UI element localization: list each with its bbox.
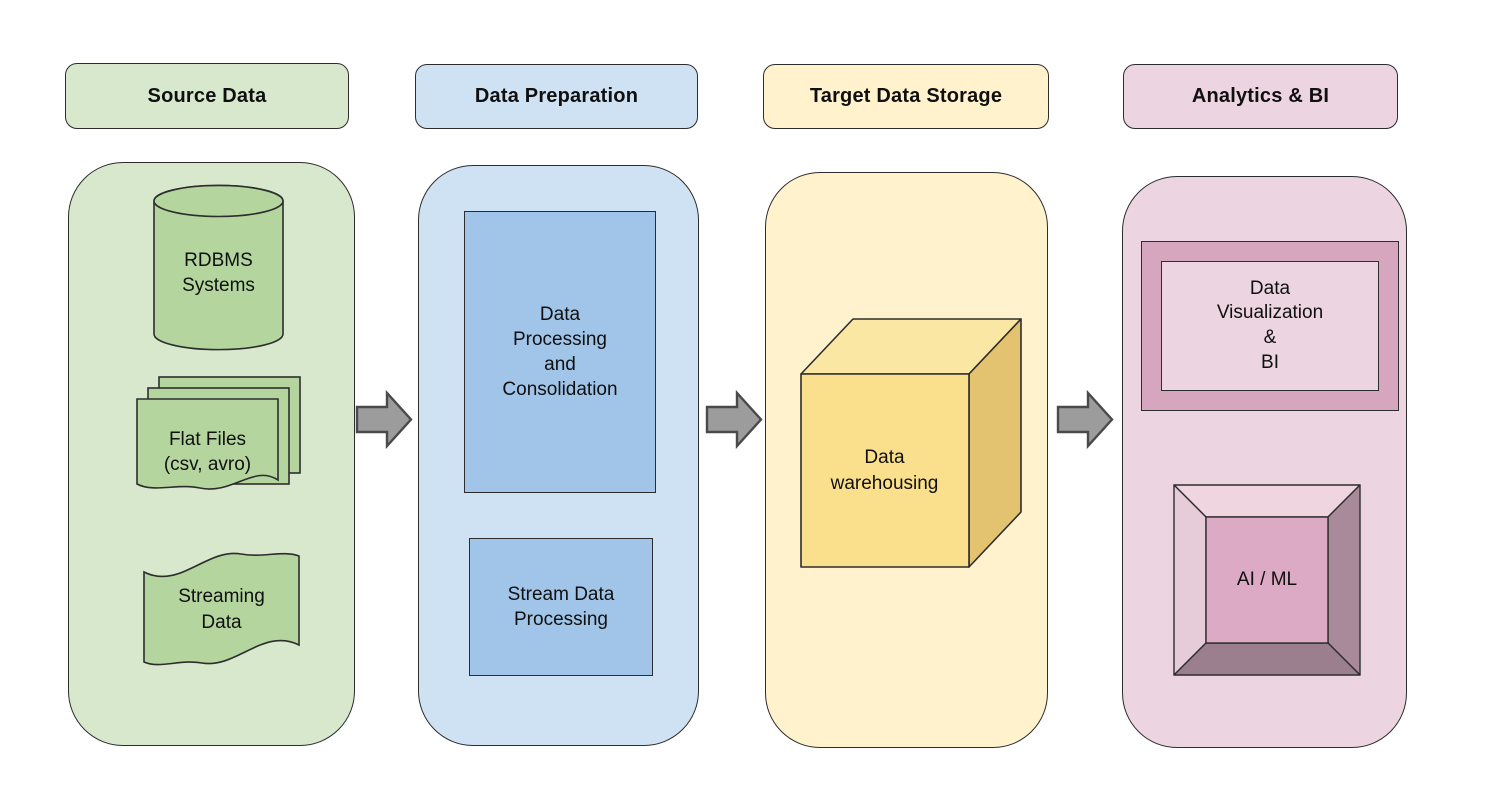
bevel-center-face: [1205, 516, 1329, 644]
data-visualization-frame: Data Visualization & BI: [1141, 241, 1399, 411]
right-arrow-shape: [355, 389, 413, 450]
column-header-data-preparation: Data Preparation: [415, 64, 698, 129]
streaming-flag-shape: [143, 552, 300, 666]
streaming-flag-icon: [143, 552, 300, 666]
cube-front-face: [800, 373, 970, 568]
column-header-source-data: Source Data: [65, 63, 349, 129]
right-arrow-shape: [705, 389, 763, 450]
panel-analytics-bi: Data Visualization & BI AI / ML: [1122, 176, 1407, 748]
bevel-right-face: [1327, 484, 1361, 676]
right-arrow-shape: [1056, 389, 1114, 450]
stream-processing-box: Stream Data Processing: [469, 538, 653, 676]
data-processing-box: Data Processing and Consolidation: [464, 211, 656, 493]
cylinder-top: [153, 184, 284, 218]
warehouse-cube-icon: [800, 318, 1022, 568]
flow-arrow-icon: [705, 389, 763, 450]
column-header-target-data-storage: Target Data Storage: [763, 64, 1049, 129]
bevel-bottom-face: [1173, 642, 1361, 676]
flat-files-stack-icon: [136, 376, 301, 490]
bevel-left-face: [1173, 484, 1207, 676]
data-visualization-label: Data Visualization & BI: [1161, 261, 1379, 391]
flow-arrow-icon: [355, 389, 413, 450]
panel-target-data-storage: Data warehousing: [765, 172, 1048, 748]
panel-source-data: RDBMS Systems Flat Files (csv, avro) Str…: [68, 162, 355, 746]
file-sheet-front: [136, 398, 279, 490]
database-cylinder-icon: [153, 184, 284, 351]
column-header-analytics-bi: Analytics & BI: [1123, 64, 1398, 129]
ai-ml-bevel-frame-icon: [1173, 484, 1361, 676]
panel-data-preparation: Data Processing and Consolidation Stream…: [418, 165, 699, 746]
flow-arrow-icon: [1056, 389, 1114, 450]
